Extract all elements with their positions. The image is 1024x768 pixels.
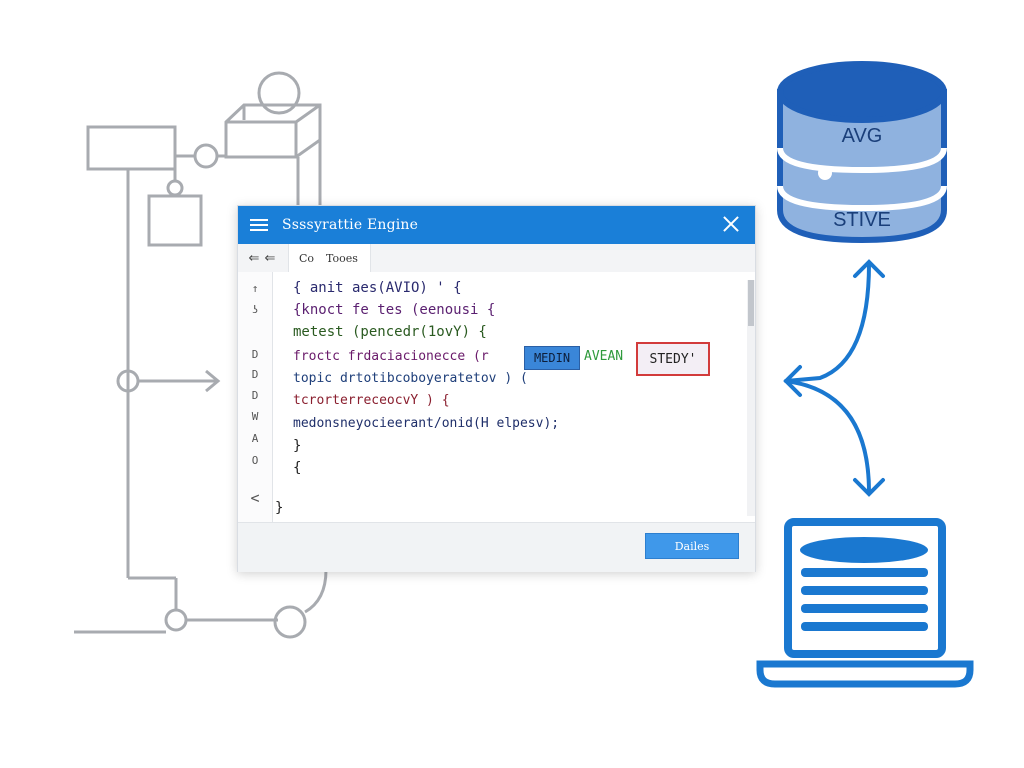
tab-label-b: Tooes — [326, 251, 358, 265]
arrow-up-branch — [784, 262, 871, 383]
highlight-blue-token: MEDIN — [524, 346, 580, 370]
code-line: { anit aes(AVIO) ' { — [293, 280, 462, 296]
tab-label-a: Co — [299, 251, 315, 265]
database-label-bottom: STIVE — [833, 209, 891, 231]
code-line: froctc frdaciacionecce (r — [293, 349, 489, 364]
gutter-glyph: < — [250, 489, 260, 507]
flow-node-box-top — [86, 125, 177, 171]
code-editor[interactable]: ↑ ʖ D D D W A O < { anit aes(AVIO) ' { {… — [238, 272, 755, 522]
primary-button[interactable]: Dailes — [645, 533, 739, 559]
highlight-red-token: STEDY' — [636, 342, 710, 376]
gutter-glyph: ʖ — [251, 303, 259, 316]
forward-icon[interactable]: ⇐ — [264, 250, 276, 265]
editor-window: Ssssyrattie Engine ⇐ ⇐ Co Tooes ↑ ʖ D D … — [237, 205, 756, 572]
window-footer: Dailes — [238, 522, 755, 572]
gutter-glyph: A — [251, 432, 259, 445]
highlight-green-token: AVEAN — [584, 349, 624, 364]
code-line: medonsneyocieerant/onid(H elpesv); — [293, 416, 560, 431]
arrow-head-up — [853, 259, 885, 278]
back-icon[interactable]: ⇐ — [248, 250, 260, 265]
connector-arrows — [783, 259, 885, 497]
gutter-glyph: ↑ — [251, 282, 259, 295]
code-line: topic drtotibcoboyeratetov ) ( — [293, 371, 528, 386]
vertical-scrollbar[interactable] — [747, 280, 755, 516]
toolbar: ⇐ ⇐ Co Tooes — [238, 244, 755, 273]
menu-icon[interactable] — [250, 219, 268, 231]
database-label-top: AVG — [842, 125, 883, 147]
code-area: { anit aes(AVIO) ' { {knoct fe tes (eeno… — [238, 272, 743, 522]
title-bar: Ssssyrattie Engine — [238, 206, 755, 244]
gutter-glyph: D — [251, 348, 259, 361]
database-indicator — [818, 166, 832, 180]
code-line: } — [275, 500, 284, 516]
flow-node-sphere — [257, 71, 301, 115]
arrow-head-down — [853, 478, 885, 497]
tab-file[interactable]: Co Tooes — [288, 244, 371, 272]
gutter-glyph: D — [251, 389, 259, 402]
laptop-icon — [756, 518, 974, 688]
gutter: ↑ ʖ D D D W A O < — [238, 272, 273, 522]
code-line: { — [293, 460, 302, 476]
gutter-glyph: D — [251, 368, 259, 381]
code-line: tcrorterreceocvY ) { — [293, 393, 450, 408]
code-line: {knoct fe tes (eenousi { — [293, 302, 496, 318]
window-title: Ssssyrattie Engine — [282, 217, 419, 233]
database-icon: AVG STIVE — [777, 61, 947, 244]
scrollbar-thumb[interactable] — [748, 280, 754, 326]
arrow-head-left — [783, 365, 802, 397]
arrow-down-branch — [784, 379, 871, 494]
code-line: metest (pencedr(1ovY) { — [293, 324, 487, 340]
gutter-glyph: W — [251, 410, 259, 423]
gutter-glyph: O — [251, 454, 259, 467]
code-line: } — [293, 438, 302, 454]
